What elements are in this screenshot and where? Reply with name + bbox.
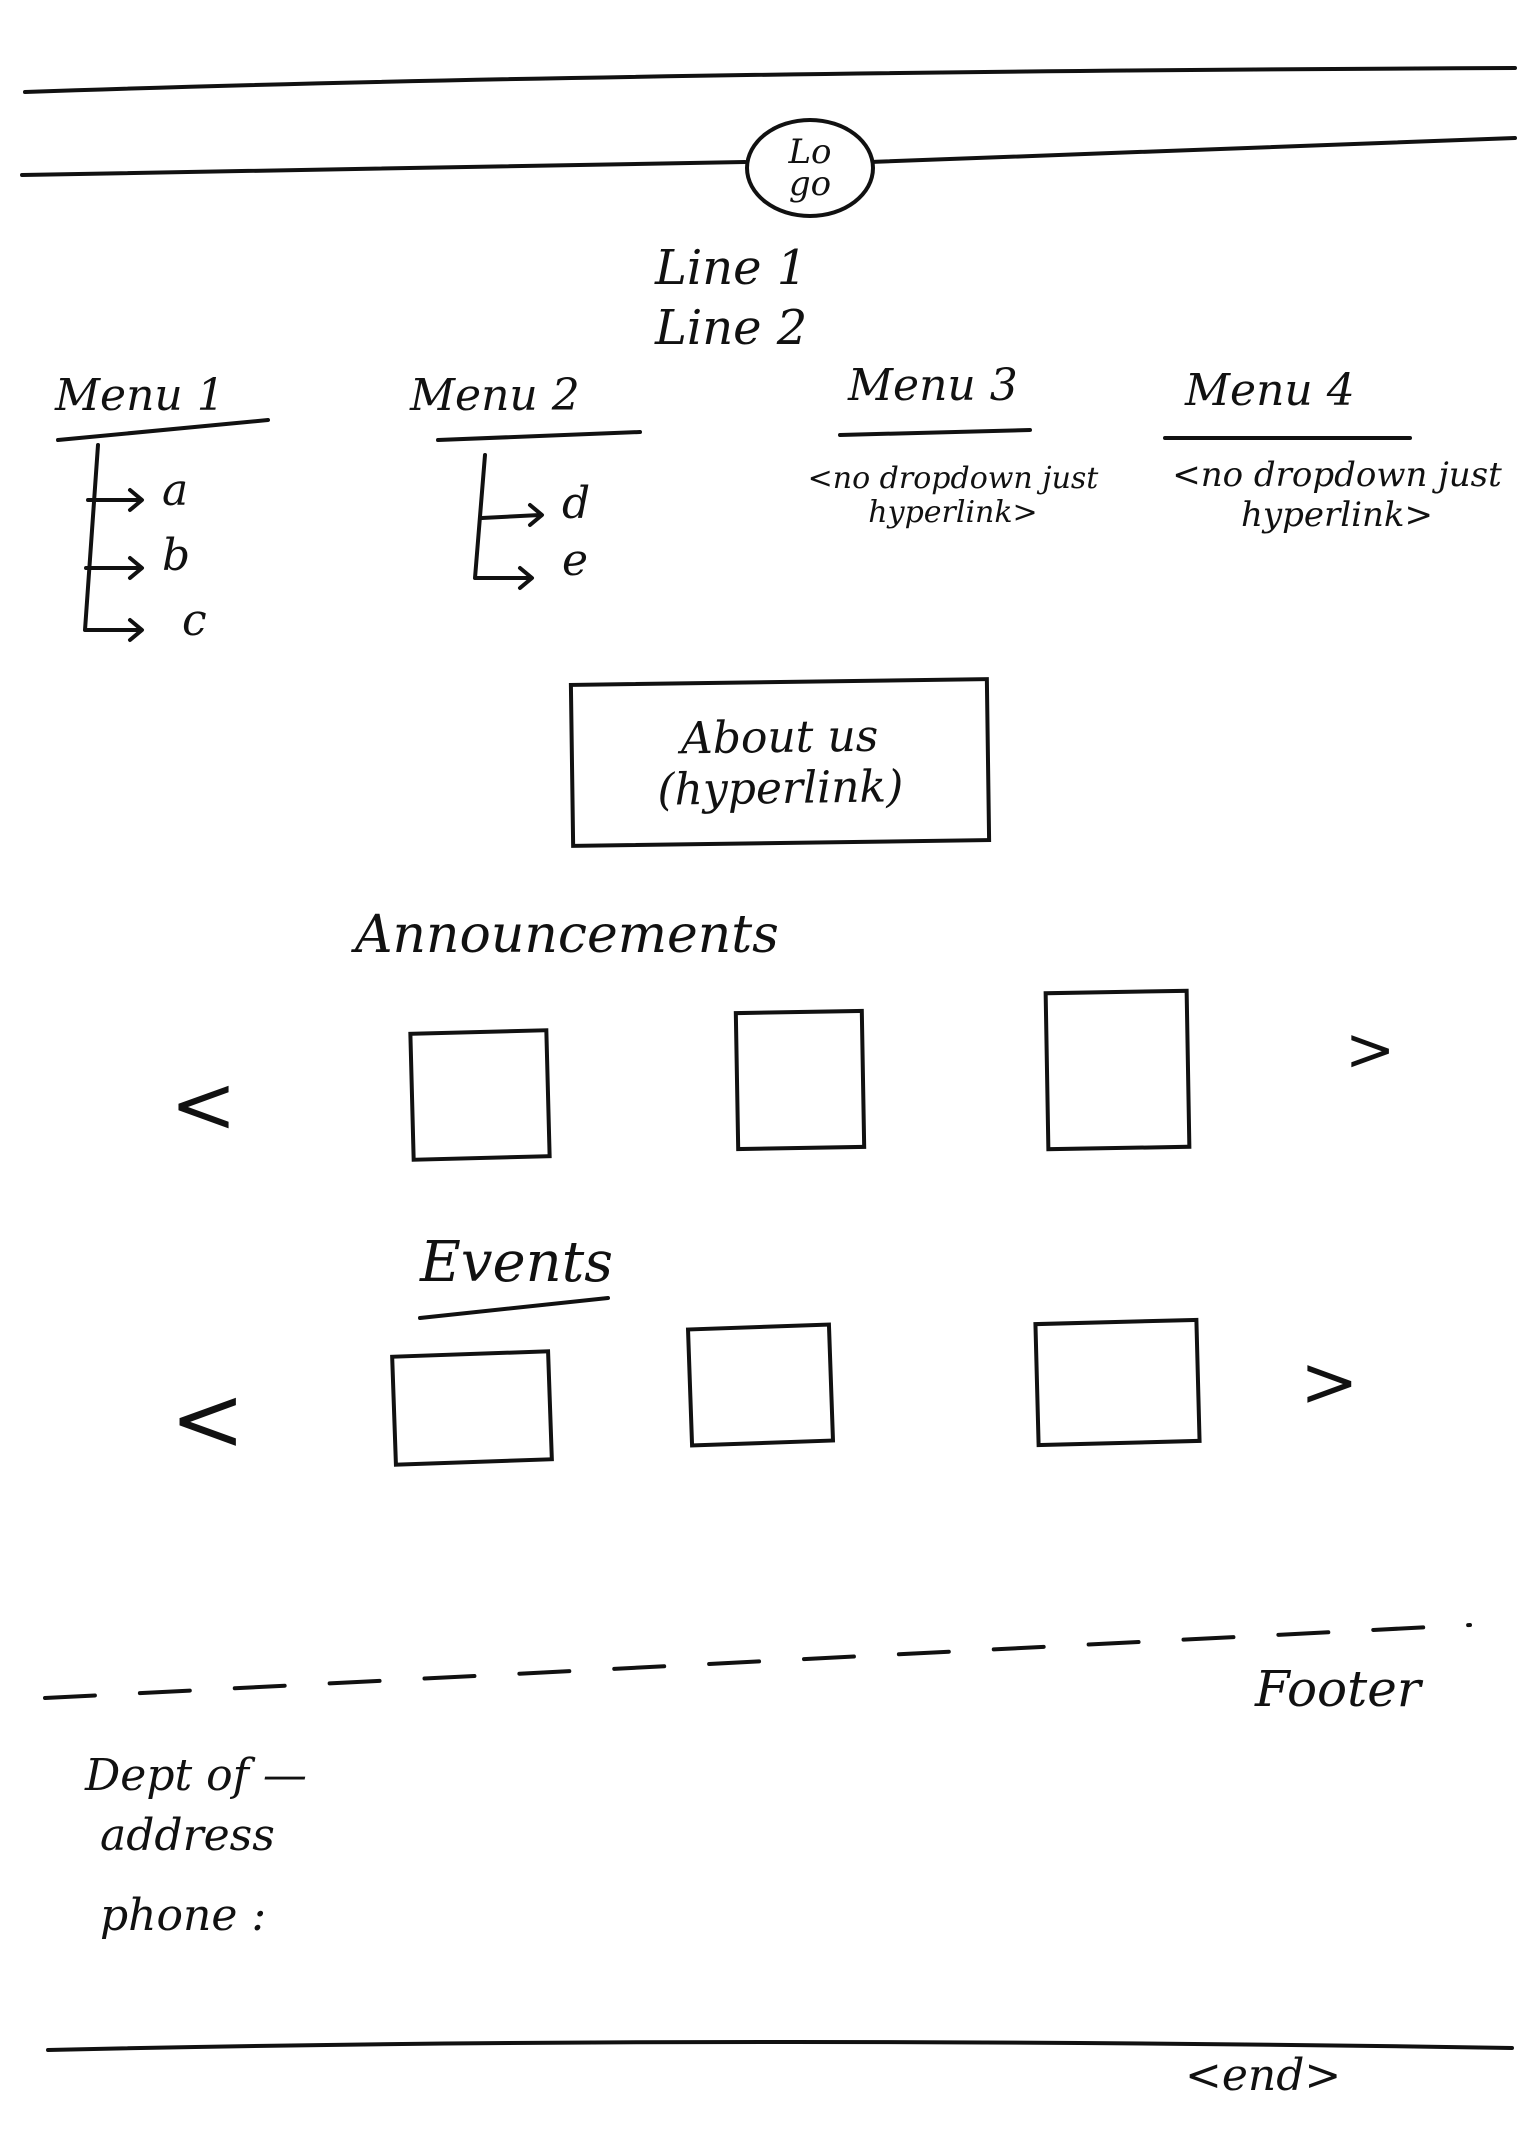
menu-1-underline [56,418,270,642]
menu-4[interactable]: Menu 4 [1185,365,1355,416]
menu-2-item-d[interactable]: d [562,478,591,529]
events-underline [418,1296,610,1320]
events-next-arrow[interactable]: > [1300,1341,1359,1423]
menu-2-underline [436,430,642,590]
header-line-1: Line 1 [655,240,808,296]
footer-phone: phone : [100,1890,267,1941]
end-marker: <end> [1185,2050,1342,2101]
menu-4-note: <no dropdown just hyperlink> [1172,455,1502,535]
menu-4-underline [1163,436,1412,440]
footer-label: Footer [1255,1660,1421,1718]
announcements-prev-arrow[interactable]: < [170,1058,238,1151]
logo-text: Lo go [788,132,832,204]
menu-3-note: <no dropdown just hyperlink> [807,461,1099,530]
menu-3[interactable]: Menu 3 [848,360,1018,411]
events-prev-arrow[interactable]: < [170,1367,246,1472]
footer-address: address [100,1810,275,1861]
events-heading: Events [420,1230,613,1295]
footer-divider [43,1623,1472,1700]
logo[interactable]: Lo go [745,118,875,218]
menu-2-item-e[interactable]: e [562,535,589,586]
menu-4-label[interactable]: Menu 4 [1185,365,1355,416]
menu-1[interactable]: Menu 1 [55,370,225,421]
menu-3-underline [838,428,1032,437]
footer-dept: Dept of — [85,1750,307,1801]
menu-1-label[interactable]: Menu 1 [55,370,225,421]
menu-1-item-a[interactable]: a [162,465,189,516]
announcements-next-arrow[interactable]: > [1345,1015,1396,1085]
header-line-2: Line 2 [655,300,808,356]
menu-2[interactable]: Menu 2 [410,370,580,421]
announcements-heading: Announcements [355,905,779,965]
menu-1-item-c[interactable]: c [182,595,207,646]
menu-1-item-b[interactable]: b [162,530,191,581]
menu-3-label[interactable]: Menu 3 [848,360,1018,411]
menu-2-label[interactable]: Menu 2 [410,370,580,421]
header-lines [20,66,1517,177]
